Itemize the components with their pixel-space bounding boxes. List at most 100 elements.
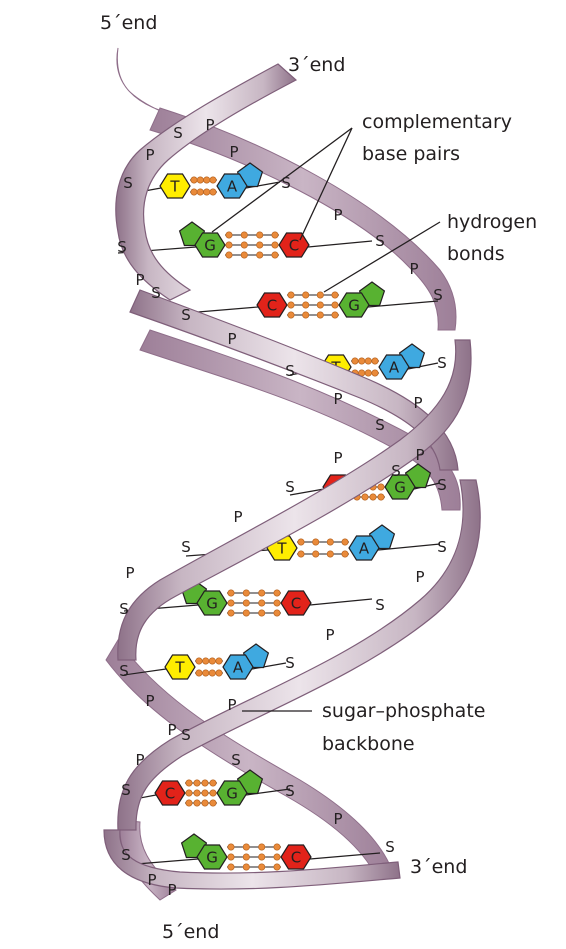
base-T: T <box>159 173 191 199</box>
hydrogen-bond-dot <box>341 538 349 546</box>
hydrogen-bond-dot <box>273 853 281 861</box>
hydrogen-bond-dot <box>227 853 235 861</box>
hydrogen-bond-dot <box>195 669 203 677</box>
phosphate-label: P <box>415 568 424 586</box>
hydrogen-bond-dot <box>225 251 233 259</box>
hydrogen-bond-dot <box>312 550 320 558</box>
base-C: C <box>280 844 312 870</box>
phosphate-label: P <box>167 721 176 739</box>
sugar-label: S <box>173 124 183 142</box>
hydrogen-bond-dot <box>273 843 281 851</box>
ribbon-segment <box>117 339 472 661</box>
phosphate-label: P <box>333 390 342 408</box>
hydrogen-bond-dot <box>208 669 216 677</box>
hydrogen-bond-dot <box>201 779 209 787</box>
hydrogen-bond-dot <box>215 669 223 677</box>
hydrogen-bond-dot <box>326 538 334 546</box>
hydrogen-bond-dot <box>227 589 235 597</box>
sugar-label: S <box>117 238 127 256</box>
label-bottom-3-end: 3´end <box>410 856 467 878</box>
label-hydrogen-line2: bonds <box>447 243 505 265</box>
hydrogen-bond-dot <box>316 311 324 319</box>
sugar-label: S <box>121 781 131 799</box>
hydrogen-bond-dot <box>240 251 248 259</box>
hydrogen-bond-dot <box>242 863 250 871</box>
hydrogen-bond-dot <box>271 251 279 259</box>
ribbon-segment <box>117 479 481 831</box>
hydrogen-bond-dot <box>190 188 198 196</box>
ribbon-segment <box>115 63 298 301</box>
sugar-label: S <box>437 354 447 372</box>
hydrogen-bonds <box>227 589 281 617</box>
hydrogen-bond-dot <box>316 301 324 309</box>
base-G: G <box>216 769 264 806</box>
base-letter: A <box>227 178 238 196</box>
sugar-label: S <box>281 174 291 192</box>
sugar-label: S <box>123 174 133 192</box>
sugar-label: S <box>391 462 401 480</box>
base-G: G <box>384 463 432 500</box>
labels: 5´end 3´end complementary base pairs hyd… <box>100 12 537 943</box>
hydrogen-bond-dot <box>258 843 266 851</box>
hydrogen-bond-dot <box>209 188 217 196</box>
base-letter: G <box>394 479 406 497</box>
hydrogen-bond-dot <box>331 291 339 299</box>
hydrogen-bond-dot <box>273 609 281 617</box>
hydrogen-bond-dot <box>258 853 266 861</box>
hydrogen-bonds <box>297 538 349 558</box>
hydrogen-bonds <box>287 291 339 319</box>
hydrogen-bond-dot <box>302 291 310 299</box>
phosphate-label: P <box>333 206 342 224</box>
base-letter: C <box>165 785 175 803</box>
hydrogen-bond-dot <box>358 357 366 365</box>
sugar-label: S <box>285 782 295 800</box>
hydrogen-bond-dot <box>377 483 385 491</box>
hydrogen-bond-dot <box>242 589 250 597</box>
sugar-label: S <box>437 476 447 494</box>
phosphate-label: P <box>145 692 154 710</box>
base-hexagon <box>194 232 226 258</box>
base-letter: C <box>267 297 277 315</box>
base-hexagon <box>256 292 288 318</box>
hydrogen-bond-dot <box>201 799 209 807</box>
hydrogen-bonds <box>195 657 223 677</box>
hydrogen-bond-dot <box>326 550 334 558</box>
hydrogen-bond-dot <box>258 599 266 607</box>
hydrogen-bond-dot <box>202 657 210 665</box>
label-top-5-end: 5´end <box>100 12 157 34</box>
sugar-label: S <box>119 662 129 680</box>
base-hexagon <box>222 654 254 680</box>
hydrogen-bond-dot <box>273 599 281 607</box>
hydrogen-bond-dot <box>351 357 359 365</box>
hydrogen-bond-dot <box>196 176 204 184</box>
hydrogen-bonds <box>190 176 217 196</box>
hydrogen-bond-dot <box>195 657 203 665</box>
hydrogen-bond-dot <box>271 241 279 249</box>
base-letter: G <box>226 785 238 803</box>
base-hexagon <box>348 535 380 561</box>
phosphate-label: P <box>227 330 236 348</box>
label-hydrogen-line1: hydrogen <box>447 211 537 233</box>
hydrogen-bond-dot <box>364 369 372 377</box>
label-complementary-line2: base pairs <box>362 143 460 165</box>
base-G: G <box>178 221 226 258</box>
phosphate-label: P <box>415 446 424 464</box>
base-stem <box>307 240 373 248</box>
label-backbone-line2: backbone <box>322 733 415 755</box>
base-letter: C <box>291 849 301 867</box>
hydrogen-bond-dot <box>297 550 305 558</box>
sugar-label: S <box>285 654 295 672</box>
sugar-label: S <box>231 751 241 769</box>
hydrogen-bond-dot <box>258 609 266 617</box>
hydrogen-bond-dot <box>258 863 266 871</box>
sugar-label: S <box>121 846 131 864</box>
base-hexagon <box>384 474 416 500</box>
hydrogen-bond-dot <box>316 291 324 299</box>
phosphate-label: P <box>205 116 214 134</box>
hydrogen-bond-dot <box>201 789 209 797</box>
sugar-label: S <box>285 362 295 380</box>
base-stem <box>309 852 381 860</box>
base-letter: A <box>233 659 244 677</box>
